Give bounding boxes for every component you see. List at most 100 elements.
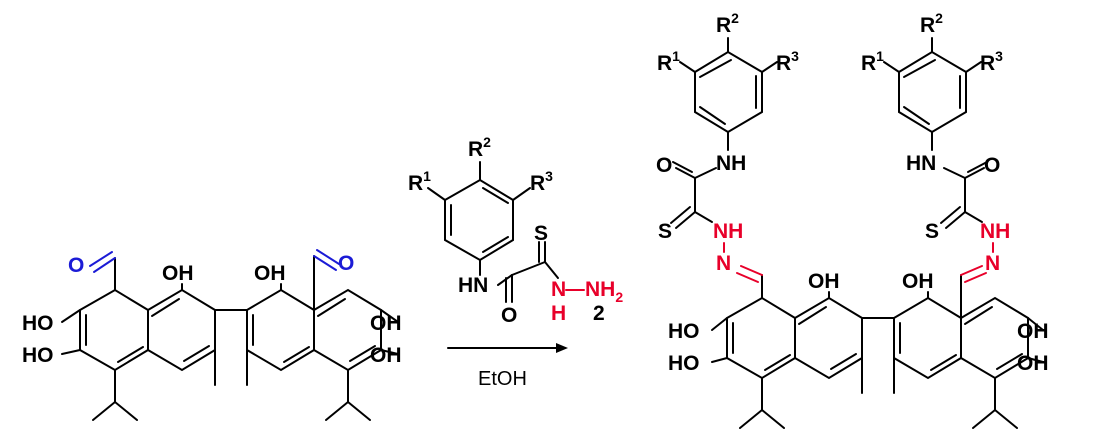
left-ring-a (79, 288, 149, 372)
left-cho-double (93, 257, 116, 273)
prod-right-oh2-bond (1027, 357, 1044, 363)
prod-left-co-bond (675, 167, 696, 179)
reagent-benzene-double2 (482, 236, 509, 253)
right-oh2-label: OH (370, 344, 402, 367)
left-ho1-bond (61, 309, 81, 323)
product-structure: R1 R2 R3 NH O S NH N OH HO HO R1 R2 R3 H… (656, 10, 1049, 429)
right-cho-double (313, 255, 337, 271)
prod-left-c-nh (694, 167, 717, 179)
reagent-c-nh (544, 261, 559, 279)
prod-right-r1-bond (883, 61, 900, 73)
prod-left-benzene-d3 (699, 106, 726, 125)
prod-right-oh1-label: OH (1017, 320, 1049, 343)
left-ho2-bond (61, 349, 81, 355)
prod-right-c-n-double (964, 272, 987, 283)
reagent-o-label: O (501, 304, 517, 327)
solvent-label: EtOH (478, 368, 527, 390)
left-ho1-label: HO (22, 312, 54, 335)
prod-left-ring-a (726, 296, 796, 380)
prod-right-benzene-d2 (903, 59, 936, 78)
prod-right-nh-c (964, 211, 983, 223)
right-ring-b-double2 (283, 346, 310, 363)
left-aldehyde-o-label: O (68, 254, 84, 277)
reagent-nh2-label: NH2 (585, 278, 623, 305)
right-oh2-bond (380, 349, 399, 355)
prod-right-ipr-me1 (972, 409, 996, 429)
reagent-s-label: S (534, 222, 548, 245)
right-ipr-me2 (347, 401, 371, 421)
prod-left-ring-b-d2 (830, 353, 857, 370)
prod-right-oh1-bond (1027, 317, 1044, 331)
right-oh1-bond (380, 309, 399, 323)
prod-left-ring-a-d2 (764, 354, 791, 371)
left-ho2-label: HO (22, 344, 54, 367)
arrow-head (556, 343, 568, 353)
prod-left-benzene (694, 50, 763, 133)
left-cho-double2 (89, 251, 113, 267)
reagent-hn-label: HN (458, 274, 488, 297)
prod-left-ring-b-d1 (798, 306, 827, 325)
prod-right-ring-b (893, 296, 962, 380)
prod-right-r1-label: R1 (861, 48, 884, 75)
prod-left-hydrazone-nh-label: NH (713, 220, 743, 243)
reagent-r1-bond (427, 187, 446, 201)
prod-left-c-n-double (736, 272, 759, 283)
reagent-r3-bond (512, 187, 531, 201)
prod-right-ring-a-d1 (964, 306, 993, 325)
prod-right-hn-label: HN (906, 152, 936, 175)
left-ring-b (147, 288, 216, 372)
prod-right-r3-label: R3 (980, 48, 1003, 75)
left-ipr-me2 (114, 401, 138, 421)
right-aldehyde-o-label: O (338, 252, 354, 275)
prod-right-r2-label: R2 (920, 10, 943, 37)
prod-left-benzene-d2 (699, 59, 732, 78)
reagent-h-label: H (551, 302, 566, 325)
reagent-benzene (444, 178, 514, 262)
prod-left-r3-label: R3 (776, 48, 799, 75)
right-ring-a-double (317, 298, 346, 317)
prod-left-nh-c (694, 211, 713, 223)
reagent-r2-label: R2 (468, 134, 491, 161)
reagent-c-c (511, 261, 546, 276)
right-oh1-label: OH (370, 312, 402, 335)
prod-right-cs-double (940, 206, 961, 224)
prod-left-ho2-label: HO (668, 352, 700, 375)
prod-left-r1-bond (679, 61, 696, 73)
gossypol-structure: O OH HO HO OH O OH OH (22, 249, 402, 421)
prod-left-ipr-me1 (739, 409, 763, 429)
prod-right-c-n (960, 265, 983, 276)
compound-number-label: 2 (593, 302, 605, 325)
reagent-n-label: N (551, 278, 566, 301)
prod-right-imine-n-label: N (985, 252, 1000, 275)
prod-right-ipr-me2 (994, 409, 1018, 429)
prod-left-c-n (740, 265, 763, 276)
prod-left-co-double (672, 161, 693, 173)
left-ring-b-double (151, 298, 180, 317)
left-ipr-me1 (92, 401, 116, 421)
prod-right-co-double (967, 161, 988, 173)
thiosemicarbazide-reagent: R1 R2 R3 HN O S N H NH2 2 (408, 134, 623, 327)
right-ring-a-double2 (349, 345, 376, 362)
reagent-benzene-double3 (482, 187, 509, 204)
reagent-r3-label: R3 (530, 168, 553, 195)
prod-right-hydrazone-nh-label: NH (980, 220, 1010, 243)
prod-right-ring-b-d2 (930, 354, 957, 371)
prod-right-ring-a-d2 (996, 353, 1023, 370)
prod-left-r3-bond (761, 61, 778, 73)
prod-left-ipr-me2 (761, 409, 785, 429)
prod-left-nh-label: NH (716, 152, 746, 175)
prod-left-r1-label: R1 (657, 48, 680, 75)
right-cho-double2 (316, 249, 340, 265)
prod-left-ho2-bond (711, 357, 728, 363)
prod-right-oh2-label: OH (1017, 352, 1049, 375)
prod-right-co-bond (964, 167, 985, 179)
prod-left-oh-label: OH (808, 270, 840, 293)
right-ipr-me1 (325, 401, 349, 421)
prod-left-s-label: S (658, 220, 672, 243)
prod-right-ring-a (960, 296, 1029, 380)
prod-left-ho1-label: HO (668, 320, 700, 343)
prod-left-cs-bond (675, 211, 696, 229)
prod-right-oh-label: OH (902, 270, 934, 293)
prod-right-c-nh (943, 167, 966, 179)
